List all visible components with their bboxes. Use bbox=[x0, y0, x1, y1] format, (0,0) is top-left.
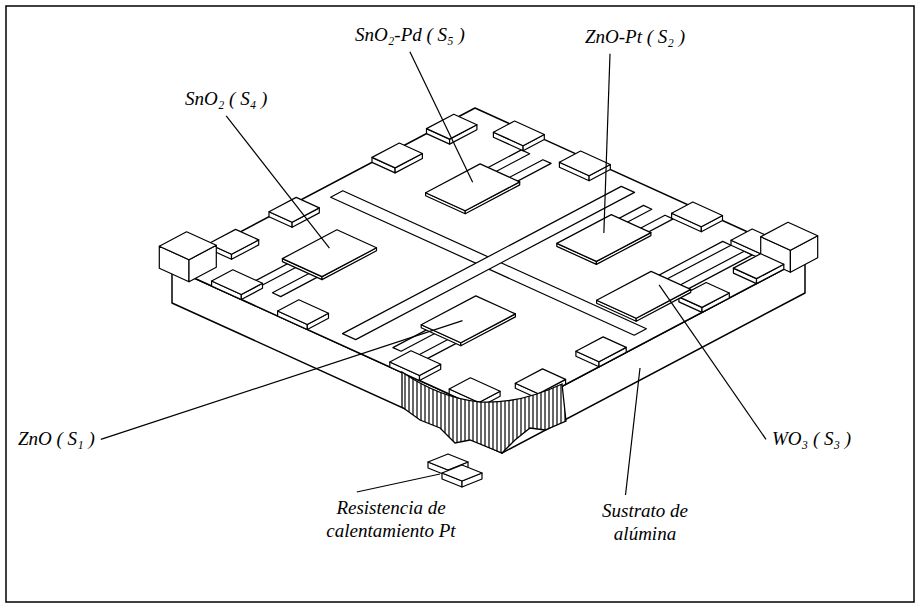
corner-block bbox=[159, 232, 216, 260]
electrode-comb bbox=[282, 230, 376, 277]
contact-pad bbox=[278, 300, 329, 325]
leader-line bbox=[659, 285, 766, 439]
contact-pad bbox=[733, 254, 783, 279]
part-label: Sustrato de alúmina bbox=[580, 500, 710, 546]
contact-pad bbox=[212, 270, 263, 295]
substrate-top bbox=[172, 108, 805, 418]
leader-line bbox=[226, 116, 329, 248]
leader-line bbox=[626, 368, 641, 495]
contact-pad bbox=[372, 143, 422, 168]
sensor-label: WO₃ ( S₃ ) bbox=[772, 428, 851, 451]
electrode-comb bbox=[426, 164, 520, 211]
cutaway-section bbox=[402, 372, 566, 453]
contact-pad bbox=[493, 121, 544, 146]
part-label: Resistencia de calentamiento Pt bbox=[296, 497, 486, 543]
frame-border bbox=[6, 6, 914, 602]
contact-pad bbox=[576, 337, 626, 362]
sensor-label: SnO₂ ( S₄ ) bbox=[185, 88, 267, 111]
heater-group bbox=[428, 454, 482, 487]
sensor-label: SnO₂-Pd ( S₅ ) bbox=[355, 24, 465, 47]
contact-pad bbox=[390, 351, 441, 376]
contact-pad bbox=[427, 114, 477, 139]
contact-pad bbox=[269, 197, 319, 222]
leader-line bbox=[410, 52, 473, 183]
leader-lines bbox=[101, 52, 766, 495]
substrate-group bbox=[159, 108, 817, 453]
electrode-comb bbox=[421, 296, 515, 343]
contact-pad bbox=[559, 151, 610, 176]
leader-line bbox=[101, 321, 463, 440]
corner-block bbox=[761, 222, 818, 250]
leader-line bbox=[604, 54, 610, 233]
contact-pad bbox=[672, 202, 723, 227]
heater-pad bbox=[442, 465, 482, 481]
leader-line bbox=[357, 474, 440, 492]
sensor-label: ZnO-Pt ( S₂ ) bbox=[585, 26, 685, 49]
sensor-label: ZnO ( S₁ ) bbox=[18, 428, 95, 451]
